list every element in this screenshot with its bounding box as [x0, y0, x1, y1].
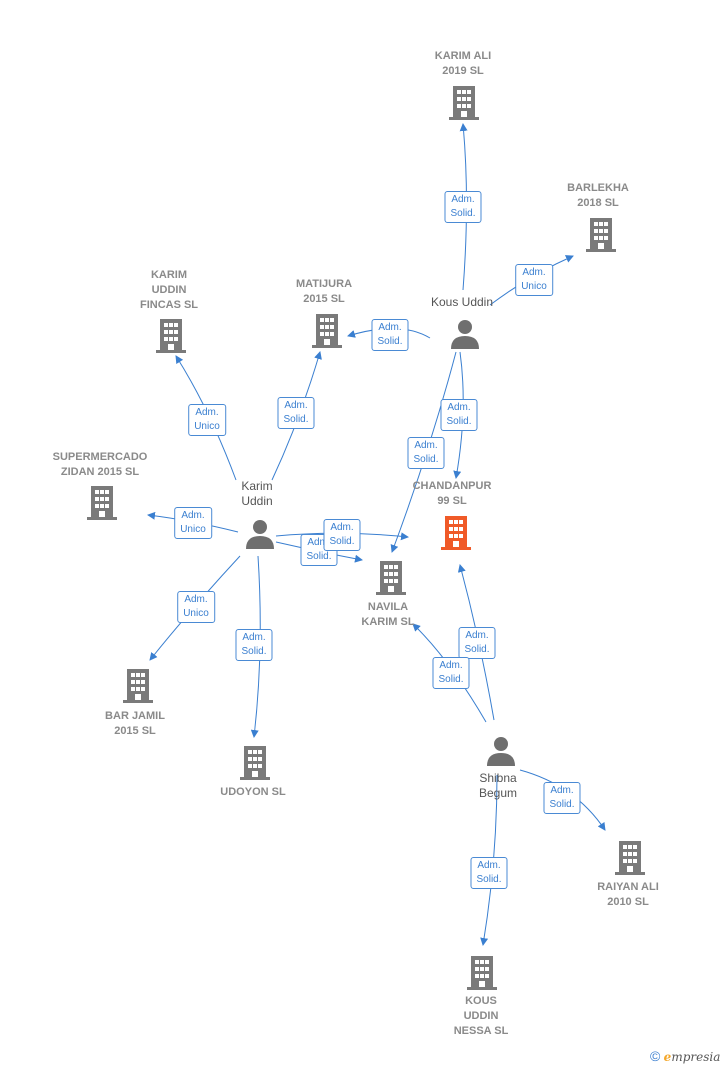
- building-icon[interactable]: [449, 85, 479, 121]
- role-badge[interactable]: Adm.Solid.: [235, 629, 273, 661]
- role-badge[interactable]: Adm.Solid.: [371, 319, 409, 351]
- person-icon[interactable]: [486, 735, 516, 767]
- role-badge[interactable]: Adm.Solid.: [458, 627, 496, 659]
- role-badge[interactable]: Adm.Solid.: [543, 782, 581, 814]
- role-badge[interactable]: Adm.Solid.: [277, 397, 315, 429]
- building-icon[interactable]: [156, 318, 186, 354]
- building-icon[interactable]: [467, 955, 497, 991]
- role-badge[interactable]: Adm.Solid.: [432, 657, 470, 689]
- role-badge[interactable]: Adm.Unico: [177, 591, 215, 623]
- building-icon[interactable]: [312, 313, 342, 349]
- company-label-udoyon: UDOYON SL: [220, 786, 286, 798]
- role-badge[interactable]: Adm.Solid.: [323, 519, 361, 551]
- building-icon-focus[interactable]: [441, 515, 471, 551]
- person-icon[interactable]: [245, 518, 275, 550]
- building-icon[interactable]: [615, 840, 645, 876]
- role-badge[interactable]: Adm.Unico: [174, 507, 212, 539]
- empresia-logo: © empresia: [650, 1048, 721, 1064]
- role-badge[interactable]: Adm.Solid.: [407, 437, 445, 469]
- building-icon[interactable]: [123, 668, 153, 704]
- person-icon[interactable]: [450, 318, 480, 350]
- role-badge[interactable]: Adm.Unico: [188, 404, 226, 436]
- role-badge[interactable]: Adm.Solid.: [440, 399, 478, 431]
- building-icon[interactable]: [376, 560, 406, 596]
- copyright-icon: ©: [650, 1048, 661, 1064]
- role-badge[interactable]: Adm.Unico: [515, 264, 553, 296]
- role-badge[interactable]: Adm.Solid.: [470, 857, 508, 889]
- role-badge[interactable]: Adm.Solid.: [444, 191, 482, 223]
- person-label-kous-uddin: Kous Uddin: [430, 295, 494, 309]
- building-icon[interactable]: [87, 485, 117, 521]
- building-icon[interactable]: [240, 745, 270, 781]
- building-icon[interactable]: [586, 217, 616, 253]
